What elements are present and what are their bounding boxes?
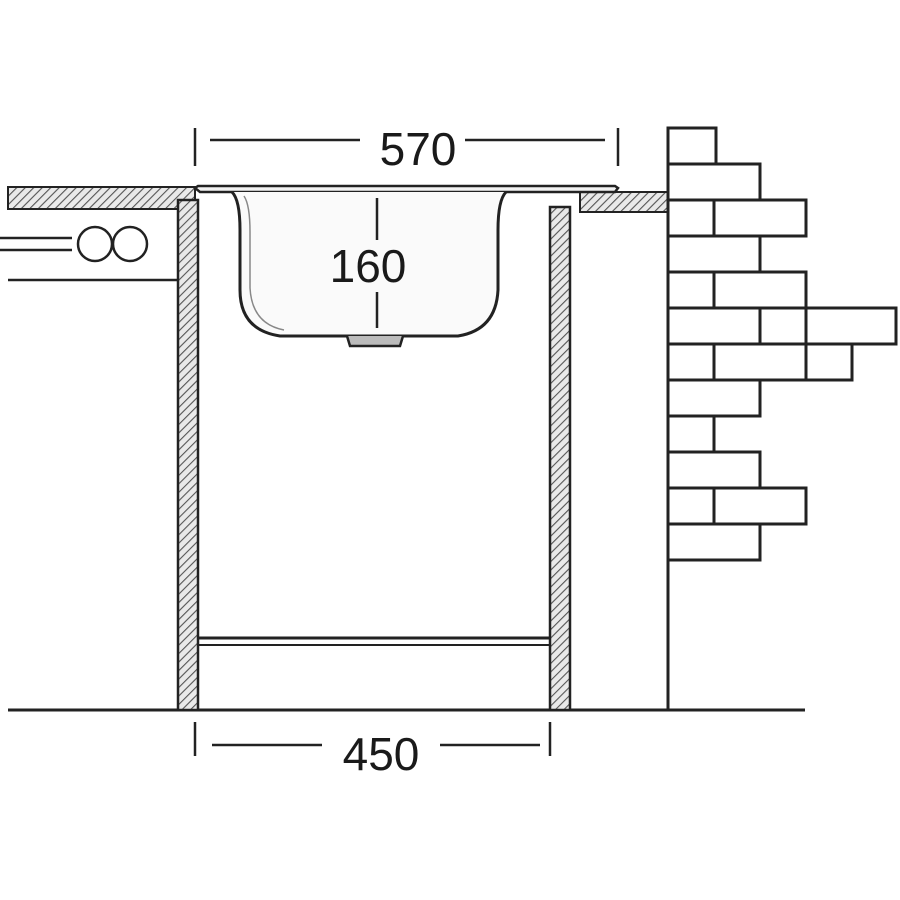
- brick-wall: [666, 126, 898, 710]
- width-bottom-label: 450: [343, 728, 420, 780]
- right-countertop: [579, 191, 669, 213]
- cabinet-right-panel: [548, 205, 572, 712]
- drain-pipe: [0, 225, 149, 263]
- dimension-450: 450: [193, 722, 552, 780]
- dimension-570: 570: [193, 123, 620, 175]
- cabinet-bottom-rail: [198, 636, 550, 646]
- pipe-ring-icon: [111, 225, 149, 263]
- left-countertop: [7, 186, 196, 282]
- depth-label: 160: [330, 240, 407, 292]
- cabinet-left-panel: [176, 198, 200, 712]
- sink-bowl: [192, 184, 620, 348]
- width-top-label: 570: [380, 123, 457, 175]
- dimension-160: 160: [330, 198, 407, 328]
- pipe-ring-icon: [76, 225, 114, 263]
- drain-outlet: [345, 335, 405, 348]
